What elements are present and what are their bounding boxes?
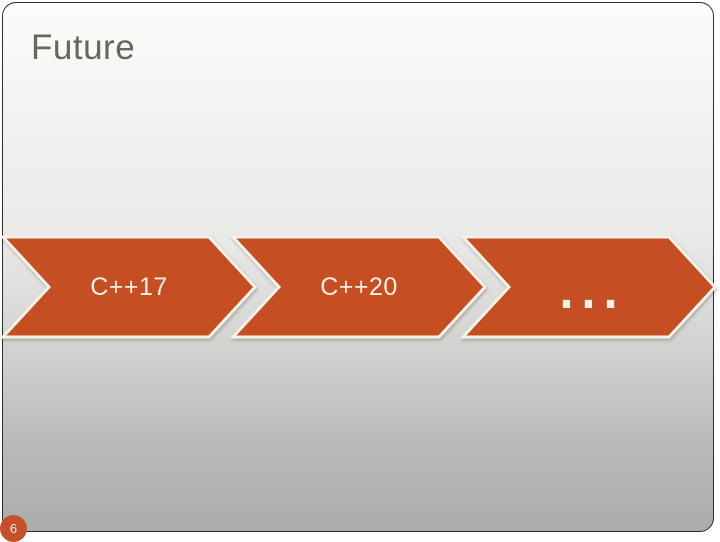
timeline-item-label-cpp17: C++17 [90,272,168,301]
timeline-item-label-cpp20: C++20 [320,272,398,301]
ellipsis-text: ... [555,240,623,325]
timeline-item-label-ellipsis: ... [509,237,669,337]
page-number: 6 [9,521,18,536]
slide-title: Future [31,28,136,67]
chevron-shape-cpp17 [0,235,258,339]
page-number-badge: 6 [0,515,27,542]
chevron-shape-future [459,235,718,339]
chevron-shape-cpp20 [229,235,488,339]
